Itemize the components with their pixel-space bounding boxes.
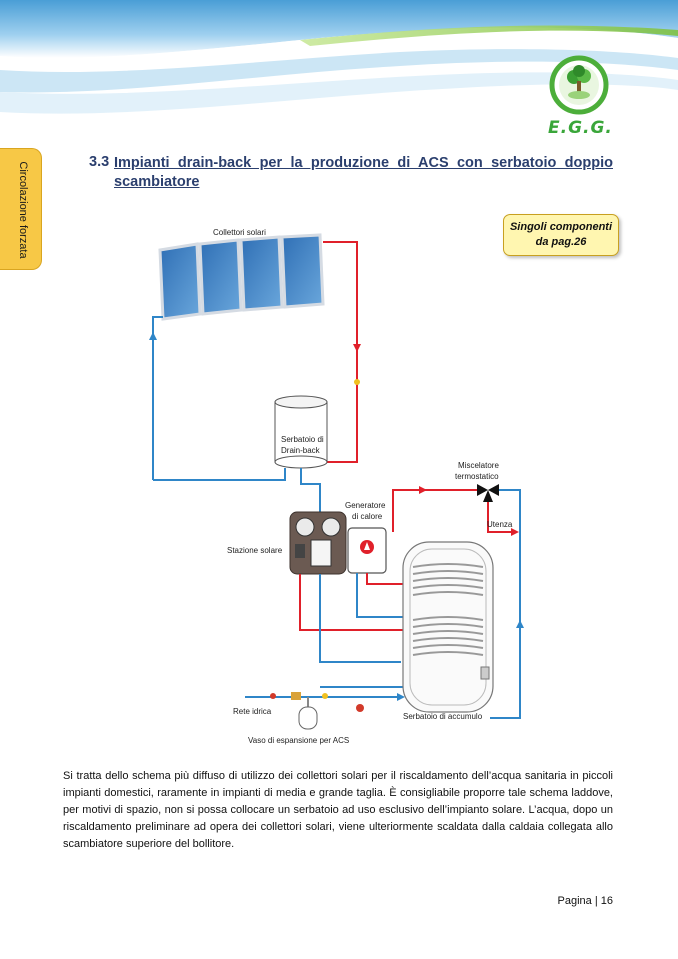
components-callout: Singoli componenti da pag.26: [503, 214, 619, 256]
solar-station-icon: [289, 511, 347, 575]
label-miscelatore-2: termostatico: [455, 472, 499, 481]
label-stazione: Stazione solare: [227, 546, 283, 555]
label-serbatoio-db-1: Serbatoio di: [281, 435, 324, 444]
label-serbatoio-db-2: Drain-back: [281, 446, 321, 455]
storage-tank-icon: [402, 541, 494, 713]
label-vaso: Vaso di espansione per ACS: [248, 736, 349, 745]
header-wave-decoration: [0, 0, 678, 114]
label-miscelatore-1: Miscelatore: [458, 461, 499, 470]
page-footer: Pagina | 16: [557, 895, 613, 907]
label-collettori: Collettori solari: [213, 228, 266, 237]
side-tab-label: Circolazione forzata: [17, 161, 29, 259]
label-rete: Rete idrica: [233, 707, 272, 716]
body-paragraph: Si tratta dello schema più diffuso di ut…: [63, 770, 613, 850]
section-number: 3.3: [89, 154, 110, 170]
boiler-icon: [347, 527, 387, 574]
label-generatore-2: di calore: [352, 512, 383, 521]
logo-text: E.G.G.: [548, 118, 613, 138]
expansion-vessel-icon: [298, 697, 318, 730]
mixing-valve-icon: [477, 484, 499, 502]
solar-panel-icon: [158, 233, 325, 321]
callout-line-2: da pag.26: [535, 236, 587, 248]
drain-back-schematic: Collettori solari Serbatoio di Drain-bac…: [149, 228, 524, 745]
label-generatore-1: Generatore: [345, 501, 386, 510]
callout-line-1: Singoli componenti: [509, 221, 613, 233]
side-tab: [0, 148, 42, 270]
section-title: Impianti drain-back per la produzione di…: [114, 155, 613, 190]
egg-logo-icon: [549, 55, 609, 115]
label-accumulo: Serbatoio di accumulo: [403, 712, 483, 721]
label-utenza: Utenza: [487, 520, 513, 529]
drain-back-tank-icon: [274, 395, 328, 469]
